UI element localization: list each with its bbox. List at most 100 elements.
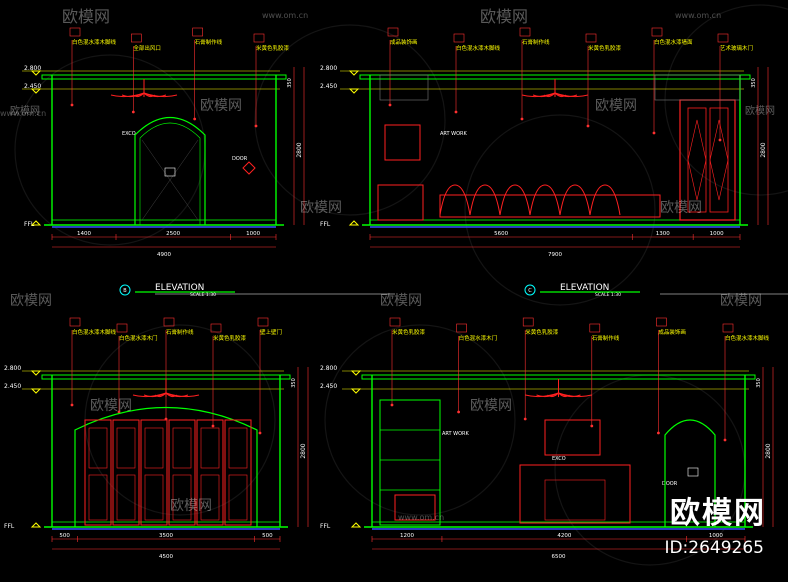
note-text: 米黄色乳胶漆 xyxy=(256,44,290,52)
panel1-details xyxy=(134,116,256,225)
leader-dot xyxy=(590,424,594,428)
baseboard xyxy=(51,521,281,528)
ceiling-band xyxy=(41,74,287,80)
chandelier-arm xyxy=(558,392,592,398)
ffl-label: FFL xyxy=(24,221,35,228)
panel3-details xyxy=(74,406,258,527)
art-frame xyxy=(544,419,601,456)
bottom-dim-label: 1000 xyxy=(710,231,724,237)
sofa-base xyxy=(439,194,661,218)
leader-dot xyxy=(520,117,524,121)
note-text: 艺术玻璃木门 xyxy=(720,44,753,52)
bottom-dim-label: 3500 xyxy=(159,533,173,539)
tag-text: EXCO xyxy=(122,131,136,137)
chandelier-arm xyxy=(121,92,145,98)
door-diamond xyxy=(687,119,729,201)
ffl-marker xyxy=(30,522,42,528)
level-label: 2.450 xyxy=(24,83,41,90)
note-box xyxy=(656,317,667,327)
chandelier-arm xyxy=(143,392,167,398)
watermark-text: 欧模网 xyxy=(720,293,762,309)
ffl-marker xyxy=(350,522,362,528)
watermark-url: www.om.cn xyxy=(0,109,46,118)
note-text: 米黄色乳胶漆 xyxy=(525,328,559,336)
door-tag xyxy=(164,167,176,177)
watermark-text: 欧模网 xyxy=(200,98,242,114)
art-frame xyxy=(384,124,421,161)
note-box xyxy=(585,33,597,43)
watermark-text: 欧模网 xyxy=(10,293,52,309)
tag-text: DOOR xyxy=(662,481,678,487)
bottom-dim-label: 4200 xyxy=(557,533,571,539)
total-dim-label: 4900 xyxy=(157,252,171,258)
console-table xyxy=(377,184,424,221)
door-inset-top xyxy=(88,427,108,469)
image-id: ID:2649265 xyxy=(664,538,764,558)
note-box xyxy=(210,323,222,333)
note-text: 全部出风口 xyxy=(133,44,161,52)
level-label: 2.450 xyxy=(4,383,21,390)
elevation-panel-2: 2.8002.450FFL成品装饰画白色混水漆木脚线石膏制作线米黄色乳胶漆白色混… xyxy=(320,27,769,258)
bottom-dim-label: 5600 xyxy=(494,231,508,237)
bottom-dim-label: 1000 xyxy=(246,231,260,237)
door-inset-top xyxy=(144,427,164,469)
leader-dot xyxy=(454,110,458,114)
note-text: 白色混水漆木脚线 xyxy=(725,334,770,342)
leader-dot xyxy=(254,124,258,128)
elevation-panel-1: 2.8002.450FFL白色混水漆木脚线全部出风口石膏制作线米黄色乳胶漆280… xyxy=(22,27,305,258)
door-inset-top xyxy=(200,427,220,469)
panel2-details xyxy=(377,74,741,221)
chandelier-arm xyxy=(543,92,556,98)
level-marker xyxy=(30,388,42,394)
leader-dot xyxy=(70,103,74,107)
cabinet-doors xyxy=(394,494,436,521)
side-dim-label: 2800 xyxy=(765,443,772,458)
level-marker xyxy=(348,88,360,94)
bottom-dim-label: 1400 xyxy=(77,231,91,237)
note-box xyxy=(717,33,729,43)
door-inset-bottom xyxy=(88,474,108,521)
side-dim-label: 350 xyxy=(287,78,293,88)
watermark-text: 欧模网 xyxy=(300,200,342,216)
level-marker xyxy=(350,370,362,376)
level-label: 2.800 xyxy=(24,65,41,72)
elevation-panel-4: 2.8002.450FFL米黄色乳胶漆白色混水漆木门米黄色乳胶漆石膏制作线成品装… xyxy=(320,317,774,560)
bottom-dim-label: 1200 xyxy=(400,533,414,539)
sofa-cushion xyxy=(529,184,561,216)
watermark-text: 欧模网 xyxy=(745,105,775,117)
tag-text: ART WORK xyxy=(442,431,470,437)
door-inset-bottom xyxy=(228,474,248,521)
tag-text: ART WORK xyxy=(440,131,468,137)
baseboard xyxy=(371,521,746,528)
note-box xyxy=(131,33,142,43)
door-panel xyxy=(84,419,112,526)
note-box xyxy=(519,27,531,37)
leader-dot xyxy=(193,117,197,121)
side-dim-label: 350 xyxy=(751,78,757,88)
side-dim-label: 2800 xyxy=(296,142,303,157)
panel4-details xyxy=(379,399,716,527)
ceiling-band xyxy=(361,374,756,380)
watermark-circle xyxy=(254,24,446,216)
level-marker xyxy=(30,370,42,376)
sofa-cushion xyxy=(499,184,531,216)
title-bubble xyxy=(119,284,131,296)
note-box xyxy=(163,317,175,327)
side-dim-label: 2800 xyxy=(300,443,307,458)
watermark-circle xyxy=(464,114,656,306)
chandelier-arm xyxy=(532,92,556,98)
note-text: 白色混水漆木脚线 xyxy=(72,38,117,46)
level-marker xyxy=(348,70,360,76)
door-inset-bottom xyxy=(144,474,164,521)
note-text: 白色混水漆木门 xyxy=(119,334,158,342)
level-label: 2.450 xyxy=(320,383,337,390)
wall-sconce xyxy=(242,161,256,175)
title-bubble xyxy=(524,284,536,296)
chandelier-arm xyxy=(547,392,559,398)
total-dim-label: 4500 xyxy=(159,554,173,560)
leader-dot xyxy=(211,424,215,428)
leader-dot xyxy=(388,103,392,107)
